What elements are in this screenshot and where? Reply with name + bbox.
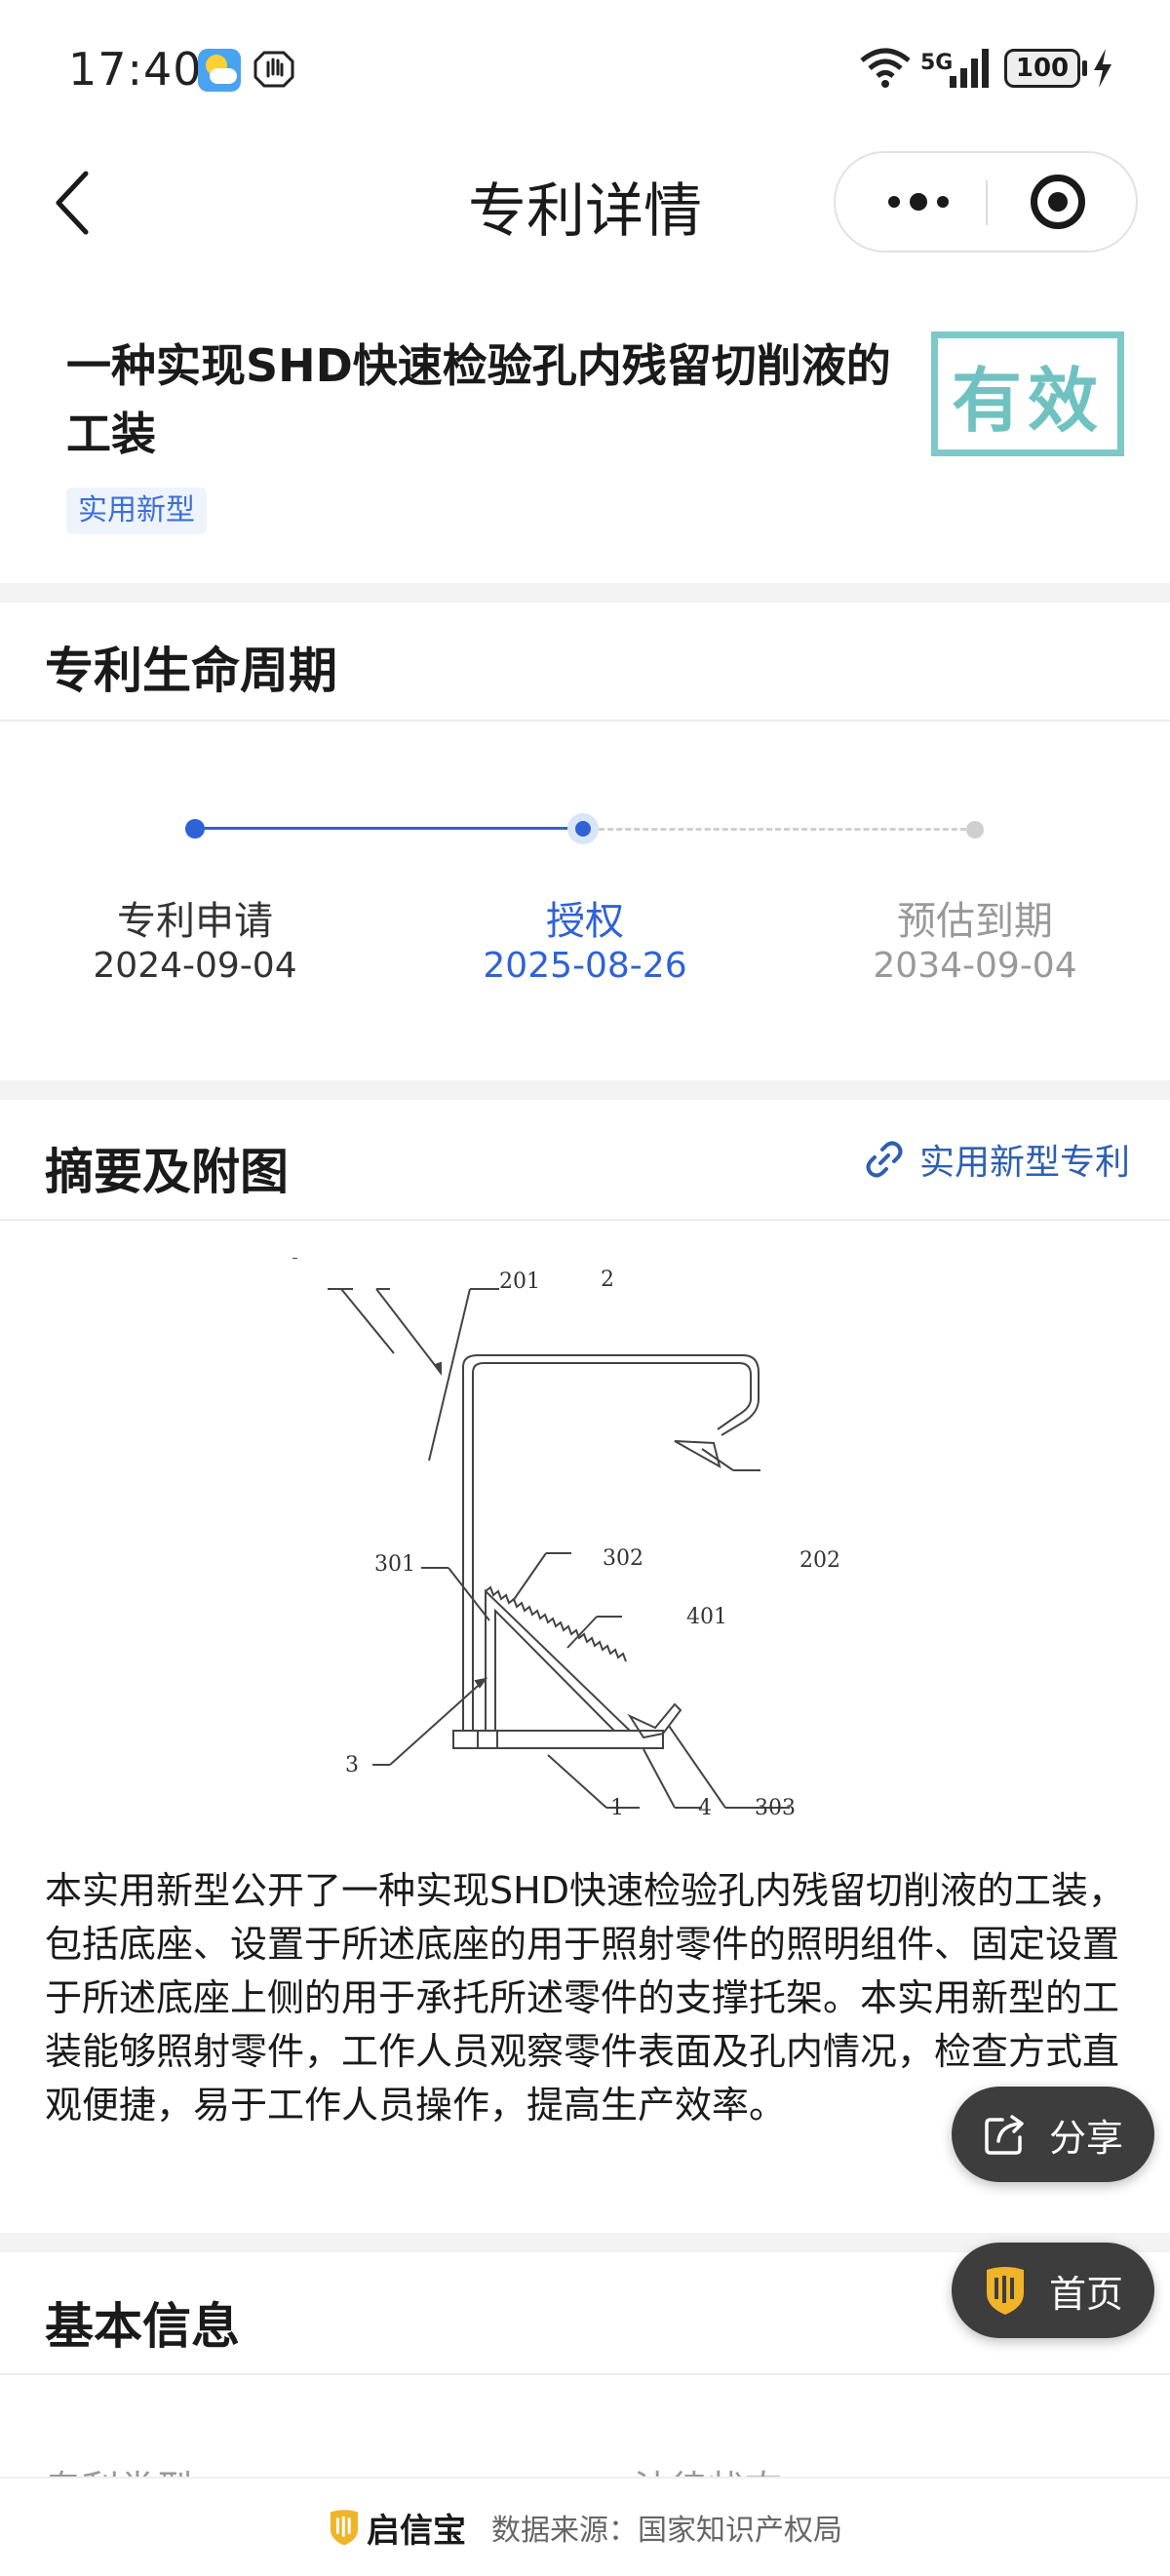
figure-label: 2	[601, 1268, 614, 1292]
figure-label: 302	[603, 1546, 644, 1571]
back-button[interactable]	[49, 166, 98, 240]
abstract-text: 本实用新型公开了一种实现SHD快速检验孔内残留切削液的工装，包括底座、设置于所述…	[45, 1869, 1125, 2127]
figure-label: 1	[610, 1796, 624, 1820]
footer-brand-name: 启信宝	[367, 2511, 466, 2551]
share-label: 分享	[1048, 2116, 1123, 2160]
figure-label: 201	[499, 1269, 540, 1294]
share-button[interactable]: 分享	[952, 2087, 1154, 2182]
divider	[0, 720, 1170, 722]
page-title: 专利详情	[468, 177, 702, 246]
patent-drawing	[292, 1258, 790, 1809]
timeline-dot-expire	[966, 821, 984, 839]
weather-icon	[198, 49, 241, 92]
divider	[0, 2373, 1170, 2375]
footer-data-source: 数据来源：国家知识产权局	[491, 2514, 842, 2548]
status-bar: 17:40 5G 100	[0, 0, 1170, 137]
battery-icon: 100	[1004, 49, 1080, 88]
timeline-progress-line	[195, 827, 581, 830]
stage-date-apply: 2024-09-04	[93, 946, 297, 986]
share-icon	[985, 2115, 1024, 2155]
section-separator	[0, 1080, 1170, 1100]
link-icon	[866, 1141, 903, 1178]
utility-patent-link-label: 实用新型专利	[919, 1143, 1131, 1183]
timeline-dot-apply	[185, 819, 205, 839]
miniapp-capsule	[834, 151, 1138, 253]
divider	[0, 1219, 1170, 1221]
stage-date-expire: 2034-09-04	[873, 946, 1077, 986]
more-options-button[interactable]	[855, 153, 982, 251]
wifi-icon	[860, 48, 911, 88]
footer: 启信宝 数据来源：国家知识产权局	[0, 2477, 1170, 2576]
stage-date-grant: 2025-08-26	[483, 946, 687, 986]
figure-label: 301	[374, 1552, 415, 1577]
utility-patent-link[interactable]: 实用新型专利	[863, 1135, 1130, 1184]
hand-icon	[254, 51, 294, 88]
section-separator	[0, 2233, 1170, 2252]
timeline-dot-grant	[567, 813, 599, 844]
signal-icon	[950, 49, 989, 88]
abstract-title: 摘要及附图	[45, 1144, 289, 1200]
network-type: 5G	[920, 51, 954, 75]
timeline-pending-line	[581, 828, 975, 831]
figure-label: 4	[698, 1796, 712, 1820]
qixinbao-logo-icon	[986, 2267, 1024, 2315]
home-label: 首页	[1048, 2272, 1123, 2316]
drawing-labels: 201 2 202 301 302 401 3 1 4 303	[292, 1258, 878, 1833]
figure-label: 3	[345, 1753, 359, 1777]
patent-title: 一种实现SHD快速检验孔内残留切削液的工装	[66, 339, 891, 460]
basic-info-title: 基本信息	[45, 2298, 240, 2355]
figure-label: 202	[800, 1548, 840, 1573]
capsule-divider	[986, 180, 988, 225]
status-stamp: 有效	[931, 332, 1124, 456]
status-time: 17:40	[68, 43, 203, 96]
patent-type-tag: 实用新型	[66, 488, 207, 534]
home-button[interactable]: 首页	[952, 2243, 1154, 2338]
qixinbao-logo-icon	[330, 2510, 359, 2546]
lifecycle-title: 专利生命周期	[45, 643, 337, 699]
battery-tip	[1082, 60, 1087, 76]
close-miniapp-button[interactable]	[1031, 175, 1085, 229]
section-separator	[0, 583, 1170, 603]
stage-label-apply: 专利申请	[117, 899, 273, 944]
charging-icon	[1094, 49, 1112, 88]
footer-brand: 启信宝	[328, 2504, 466, 2552]
figure-label: 401	[686, 1605, 727, 1629]
stage-label-grant: 授权	[546, 899, 624, 944]
stage-label-expire: 预估到期	[897, 899, 1053, 944]
figure-label: 303	[755, 1796, 796, 1820]
